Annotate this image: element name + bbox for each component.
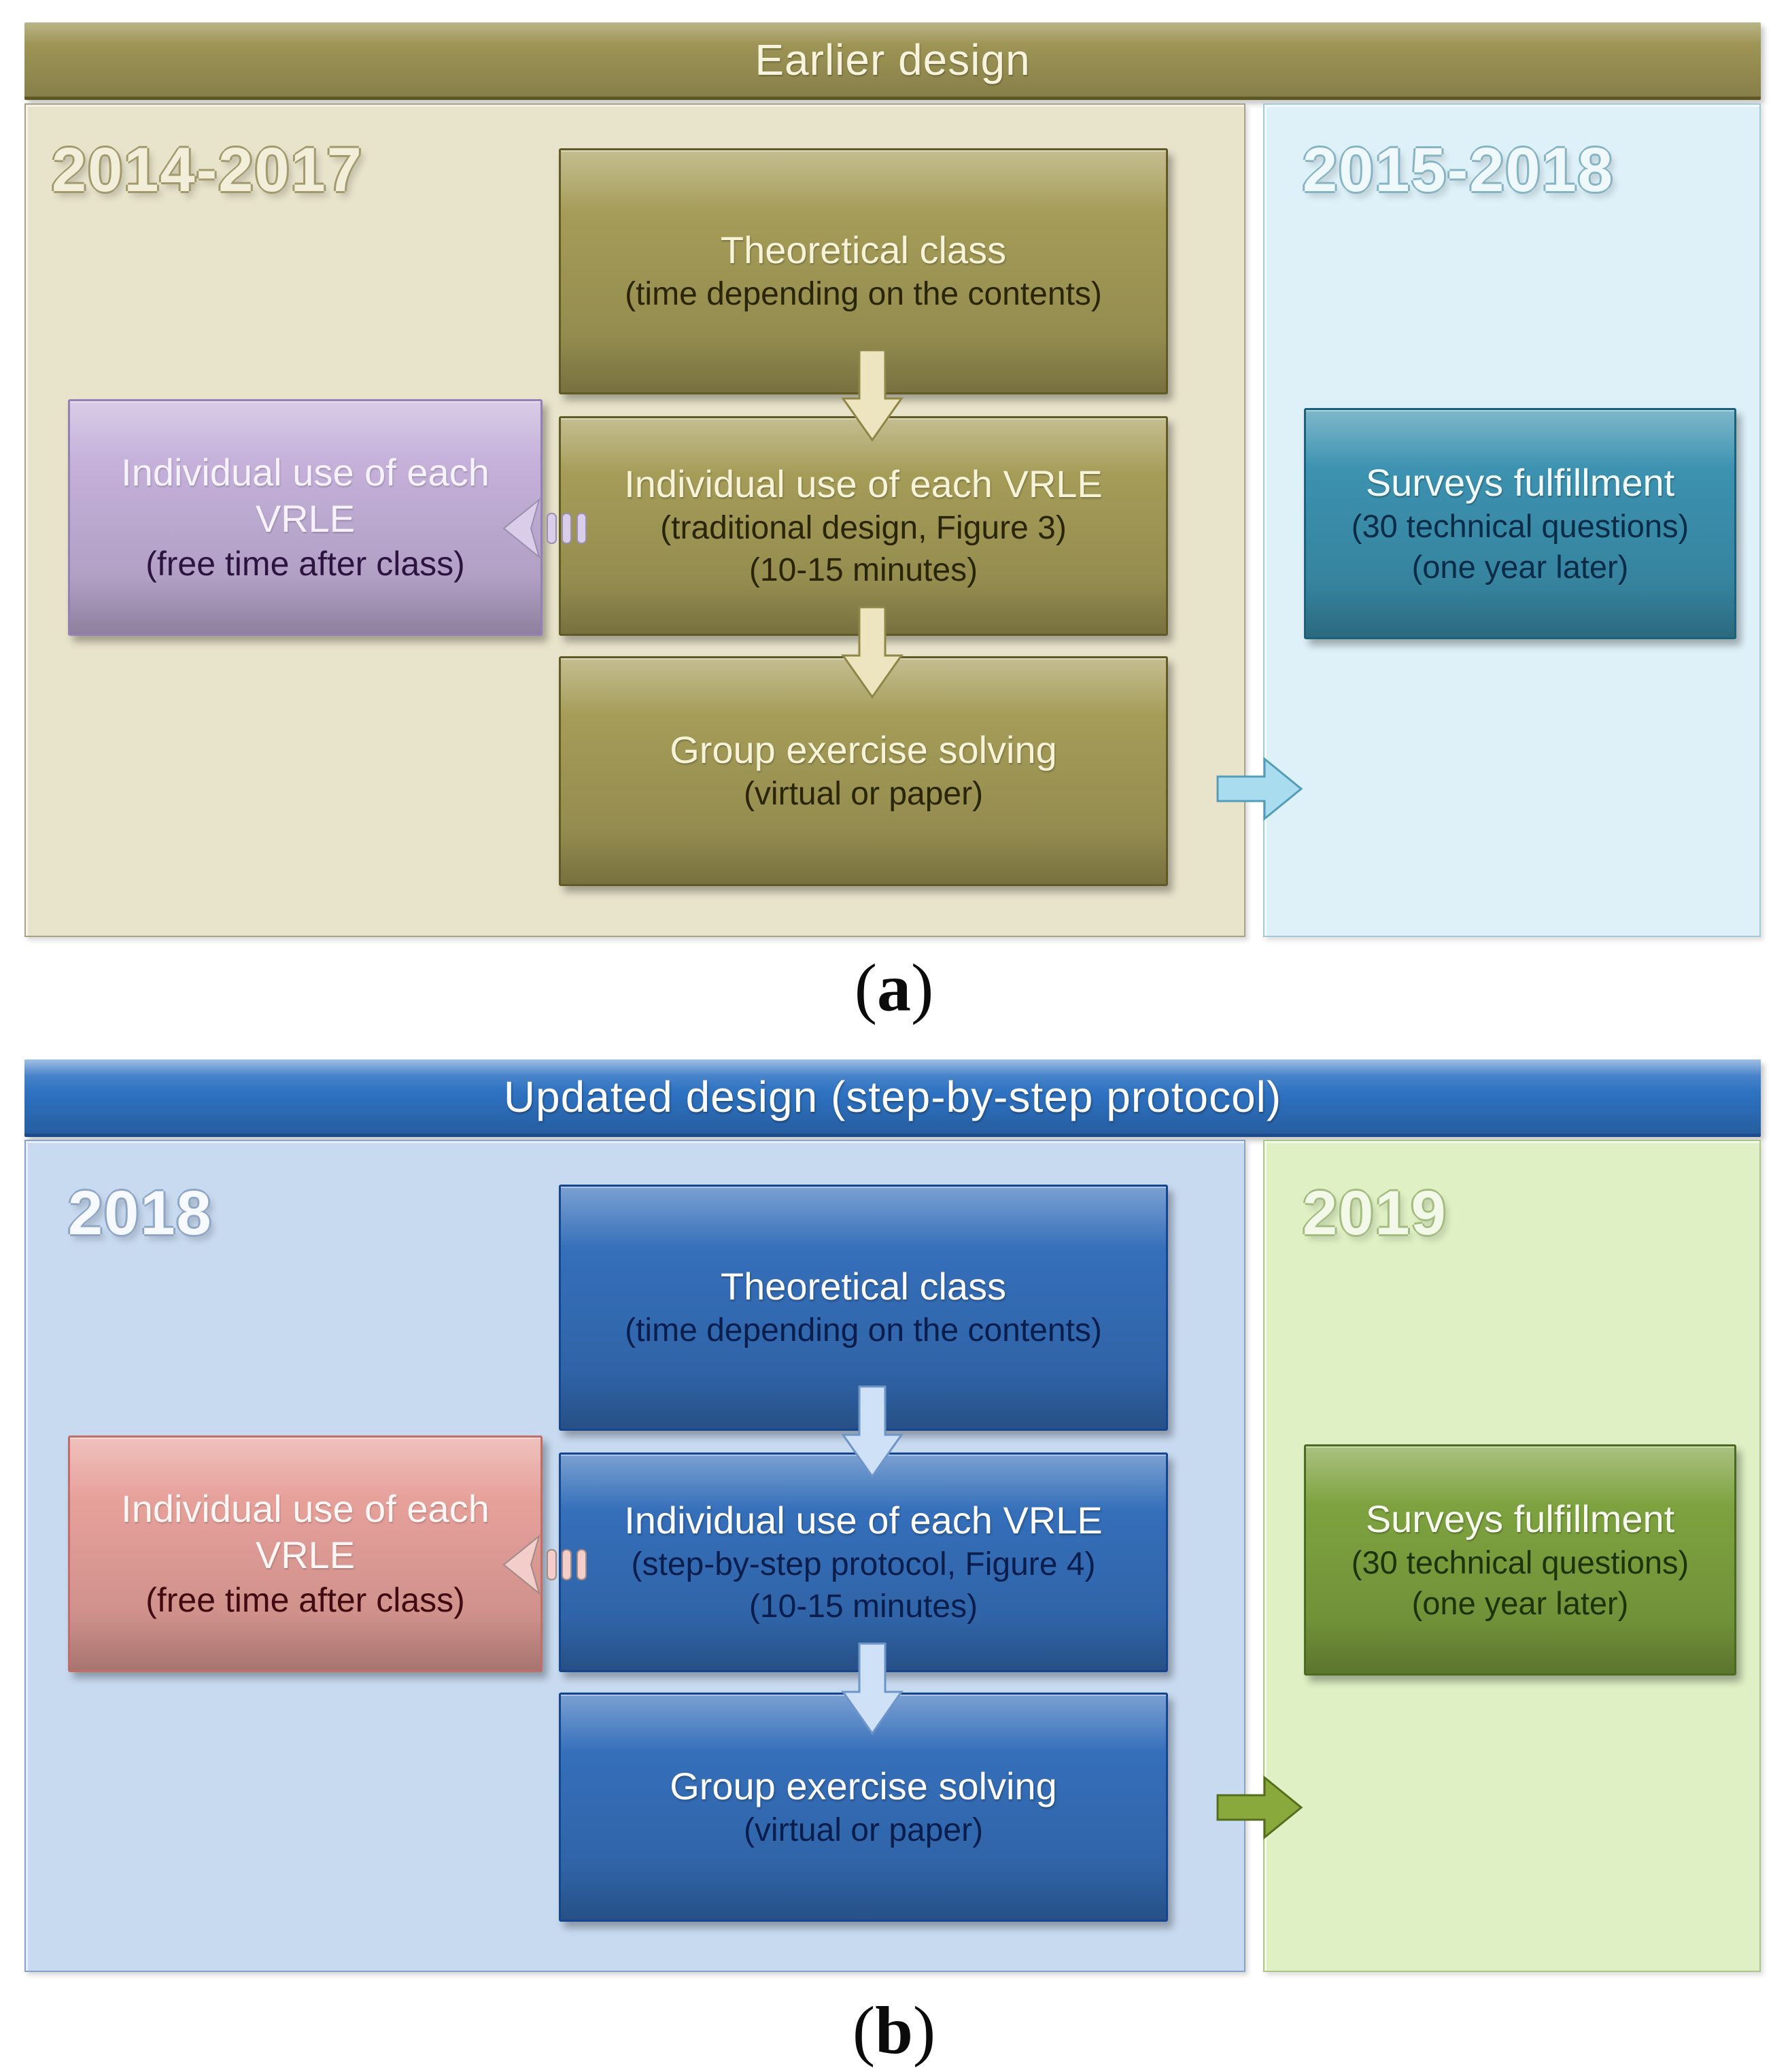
box-main-text: Individual use of each VRLE — [121, 1487, 489, 1576]
box-sub-text: (virtual or paper) — [743, 1812, 984, 1848]
box-main-text: Theoretical class — [720, 1265, 1007, 1308]
box-main-text: Group exercise solving — [670, 1764, 1057, 1807]
box-main-text: Individual use of each VRLE — [624, 1498, 1103, 1542]
panel-b-surveys-box: Surveys fulfillment (30 technical questi… — [1304, 1444, 1736, 1676]
panel-b-title-bar: Updated design (step-by-step protocol) — [24, 1059, 1761, 1137]
caption-close-paren: ) — [911, 950, 934, 1025]
box-sub-text: (step-by-step protocol, Figure 4) — [631, 1546, 1096, 1583]
caption-letter: a — [877, 950, 911, 1025]
down-arrow-icon — [841, 1385, 904, 1478]
panel-b-caption: (b) — [0, 1991, 1788, 2069]
box-main-text: Individual use of each VRLE — [624, 462, 1103, 505]
panel-a-title-bar: Earlier design — [24, 22, 1761, 100]
box-sub-text: (10-15 minutes) — [749, 1588, 978, 1625]
caption-letter: b — [875, 1992, 913, 2068]
panel-b-period-left-label: 2018 — [68, 1178, 213, 1248]
left-dashed-arrow-icon — [498, 1531, 594, 1599]
panel-b-group-exercise-box: Group exercise solving (virtual or paper… — [559, 1693, 1168, 1922]
caption-open-paren: ( — [854, 950, 877, 1025]
panel-b-period-right-label: 2019 — [1303, 1178, 1447, 1248]
panel-a-individual-use-box: Individual use of each VRLE (traditional… — [559, 416, 1168, 636]
panel-b-individual-use-box: Individual use of each VRLE (step-by-ste… — [559, 1453, 1168, 1672]
panel-b-free-time-box: Individual use of each VRLE (free time a… — [68, 1436, 543, 1672]
panel-b-title: Updated design (step-by-step protocol) — [503, 1072, 1282, 1121]
caption-open-paren: ( — [852, 1992, 876, 2068]
left-dashed-arrow-icon — [498, 494, 594, 562]
panel-a-title: Earlier design — [755, 35, 1031, 84]
box-sub-text: (time depending on the contents) — [625, 276, 1102, 313]
right-arrow-icon — [1216, 753, 1304, 824]
down-arrow-icon — [841, 348, 904, 442]
down-arrow-icon — [841, 605, 904, 699]
panel-a-surveys-box: Surveys fulfillment (30 technical questi… — [1304, 408, 1736, 639]
box-sub-text: (30 technical questions) — [1351, 508, 1689, 544]
box-sub-text: (time depending on the contents) — [625, 1312, 1102, 1349]
box-sub-text: (one year later) — [1411, 1585, 1629, 1622]
box-sub-text: (free time after class) — [145, 1581, 465, 1620]
box-sub-text: (traditional design, Figure 3) — [660, 510, 1067, 547]
box-main-text: Group exercise solving — [670, 728, 1057, 772]
box-main-text: Theoretical class — [720, 228, 1007, 272]
box-main-text: Surveys fulfillment — [1365, 460, 1675, 504]
panel-a-period-right-label: 2015-2018 — [1303, 135, 1614, 205]
right-arrow-icon — [1216, 1772, 1304, 1843]
box-main-text: Individual use of each VRLE — [121, 450, 489, 540]
box-sub-text: (virtual or paper) — [743, 776, 984, 813]
box-sub-text: (one year later) — [1411, 549, 1629, 585]
panel-a-period-left-label: 2014-2017 — [52, 135, 363, 205]
box-sub-text: (free time after class) — [145, 545, 465, 583]
caption-close-paren: ) — [912, 1992, 936, 2068]
panel-a-free-time-box: Individual use of each VRLE (free time a… — [68, 399, 543, 636]
box-main-text: Surveys fulfillment — [1365, 1497, 1675, 1540]
box-sub-text: (10-15 minutes) — [749, 551, 978, 588]
box-sub-text: (30 technical questions) — [1351, 1544, 1689, 1580]
down-arrow-icon — [841, 1642, 904, 1735]
panel-a-caption: (a) — [0, 949, 1788, 1027]
panel-a-group-exercise-box: Group exercise solving (virtual or paper… — [559, 656, 1168, 886]
